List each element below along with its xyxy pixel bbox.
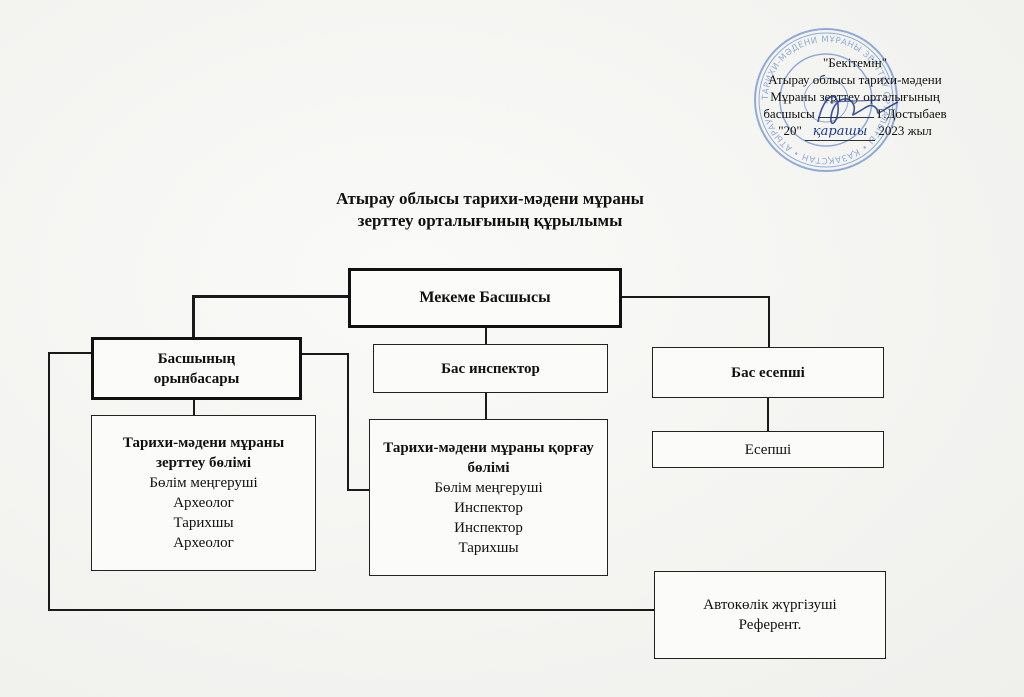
title-line-1: Атырау облысы тарихи-мәдени мұраны <box>336 189 644 208</box>
approval-line-2: Атырау облысы тарихи-мәдени <box>768 72 942 87</box>
approval-line-1: "Бекітемін" <box>822 55 888 70</box>
research-staff-1: Бөлім меңгеруші <box>149 475 258 491</box>
chief-accountant-box: Бас есепші <box>652 347 884 398</box>
handwritten-signature <box>817 95 899 125</box>
connector <box>620 296 770 298</box>
research-staff-4: Археолог <box>173 535 234 551</box>
chief-inspector-label: Бас инспектор <box>441 360 540 377</box>
connector <box>768 296 770 348</box>
protection-dept-box: Тарихи-мәдени мұраны қорғау бөлімі Бөлім… <box>369 419 608 576</box>
protection-staff-2: Инспектор <box>454 499 523 516</box>
connector <box>347 353 349 491</box>
connector <box>193 399 195 416</box>
connector <box>192 295 195 339</box>
approval-day: "20" <box>778 123 802 138</box>
title-line-2: зерттеу орталығының құрылымы <box>357 211 623 230</box>
protection-staff-3: Инспектор <box>454 519 523 536</box>
support-staff-box: Автокөлік жүргізуші Референт. <box>654 571 886 659</box>
approval-position: басшысы <box>763 106 815 121</box>
connector <box>48 352 92 354</box>
head-label: Мекеме Басшысы <box>419 289 551 306</box>
approval-block: "Бекітемін" Атырау облысы тарихи-мәдени … <box>740 54 970 141</box>
head-box: Мекеме Басшысы <box>348 268 622 328</box>
connector <box>48 352 50 610</box>
connector <box>48 609 654 611</box>
chief-inspector-box: Бас инспектор <box>373 344 608 393</box>
connector <box>767 397 769 432</box>
deputy-label: Басшының орынбасары <box>153 350 240 387</box>
accountant-box: Есепші <box>652 431 884 468</box>
driver-label: Автокөлік жүргізуші <box>703 597 837 613</box>
protection-staff-1: Бөлім меңгеруші <box>434 479 543 496</box>
connector <box>192 295 350 298</box>
approval-line-4: басшысы Г.Достыбаев <box>740 105 970 122</box>
approval-signer: Г.Достыбаев <box>877 106 947 121</box>
connector <box>300 353 348 355</box>
approval-date: "20" қарашы 2023 жыл <box>740 122 970 141</box>
connector <box>347 489 369 491</box>
research-dept-title: Тарихи-мәдени мұраны зерттеу бөлімі <box>122 435 285 471</box>
approval-year: 2023 жыл <box>878 123 932 138</box>
approval-line-3: Мұраны зерттеу орталығының <box>770 89 940 104</box>
research-staff-2: Археолог <box>173 495 234 511</box>
accountant-label: Есепші <box>744 441 792 458</box>
chief-accountant-label: Бас есепші <box>731 364 805 381</box>
connector <box>485 325 487 345</box>
protection-dept-title: Тарихи-мәдени мұраны қорғау бөлімі <box>383 439 594 476</box>
research-staff-3: Тарихшы <box>173 515 234 531</box>
connector <box>485 391 487 420</box>
research-dept-box: Тарихи-мәдени мұраны зерттеу бөлімі Бөлі… <box>91 415 316 571</box>
page-title: Атырау облысы тарихи-мәдени мұраны зертт… <box>240 188 740 232</box>
approval-month: қарашы <box>805 123 876 141</box>
protection-staff-4: Тарихшы <box>458 539 519 556</box>
referent-label: Референт. <box>738 617 802 633</box>
deputy-box: Басшының орынбасары <box>91 337 302 400</box>
